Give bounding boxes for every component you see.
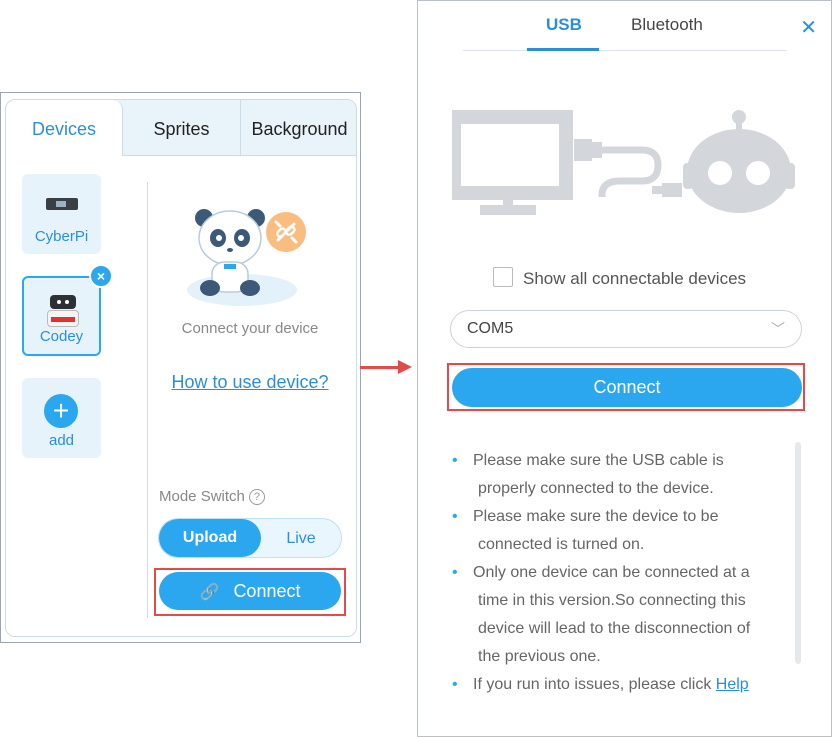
plus-icon: + [44, 394, 78, 428]
tab-background[interactable]: Background [251, 119, 348, 139]
connect-button-panel[interactable]: 🔗 Connect [159, 572, 341, 610]
add-device-button[interactable]: + add [22, 378, 101, 458]
show-all-devices-row[interactable]: Show all connectable devices [493, 267, 746, 289]
mode-live-option[interactable]: Live [286, 530, 316, 547]
codey-robot-icon [47, 295, 79, 329]
device-card-codey[interactable]: × Codey [22, 264, 113, 356]
tip-text: If you run into issues, please click [473, 676, 712, 693]
panel-divider [147, 182, 148, 618]
tip-item: Only one device can be connected at a ti… [452, 559, 792, 671]
connect-button-label: Connect [233, 581, 301, 601]
flow-arrow-line [360, 366, 400, 369]
usb-connection-illustration [452, 110, 795, 215]
device-card-cyberpi[interactable]: CyberPi [22, 174, 101, 254]
tip-item: Please make sure the device to be connec… [452, 503, 792, 559]
panda-disconnected-illustration [187, 209, 306, 306]
panel-tabbar: Devices Sprites Background [6, 100, 356, 157]
tab-usb[interactable]: USB [546, 15, 582, 34]
tip-item: Please make sure the USB cable is proper… [452, 447, 792, 503]
device-label-codey: Codey [39, 328, 84, 345]
connection-type-tabs: USB Bluetooth [463, 9, 787, 51]
connect-button-highlight [154, 568, 346, 616]
device-list: CyberPi × Codey + add [6, 156, 146, 636]
tips-scrollbar[interactable] [795, 442, 801, 664]
mode-switch-label: Mode Switch? [159, 488, 265, 505]
tip-item: If you run into issues, please click Hel… [452, 671, 792, 699]
help-question-icon[interactable]: ? [248, 489, 265, 505]
mode-toggle: Upload Live [158, 518, 342, 558]
how-to-use-device-link[interactable]: How to use device? [171, 372, 329, 392]
chevron-down-icon: ﹀ [771, 321, 785, 337]
add-device-label: add [48, 432, 75, 449]
help-link[interactable]: Help [715, 676, 749, 693]
remove-device-icon[interactable]: × [89, 264, 113, 288]
device-label-cyberpi: CyberPi [34, 228, 89, 245]
show-all-devices-label: Show all connectable devices [523, 269, 747, 288]
connect-button-dialog[interactable]: Connect [452, 368, 802, 407]
show-all-devices-checkbox[interactable] [493, 267, 513, 287]
connection-tips: Please make sure the USB cable is proper… [452, 447, 792, 699]
tip-text: connected is turned on. [478, 536, 645, 553]
tab-bluetooth[interactable]: Bluetooth [631, 15, 703, 34]
tip-text: device will lead to the disconnection of [478, 620, 751, 637]
tip-text: Please make sure the USB cable is [473, 452, 724, 469]
close-icon[interactable]: ✕ [800, 17, 817, 39]
mode-upload-option[interactable]: Upload [159, 519, 261, 557]
tip-text: properly connected to the device. [478, 480, 714, 497]
mode-switch-text: Mode Switch [159, 488, 245, 505]
port-select[interactable]: COM5 ﹀ [450, 310, 802, 348]
device-panel-frame: Devices Sprites Background CyberPi [0, 92, 361, 643]
connect-your-device-text: Connect your device [181, 320, 319, 337]
port-select-value: COM5 [467, 320, 514, 337]
flow-arrow-head-icon [398, 360, 412, 374]
cyberpi-board-icon [46, 198, 78, 210]
connect-device-dialog: USB Bluetooth ✕ Show all connectable dev… [417, 0, 832, 737]
tip-text: Please make sure the device to be [473, 508, 719, 525]
tip-text: the previous one. [478, 648, 601, 665]
connect-button-highlight-dialog [447, 363, 805, 411]
tip-text: Only one device can be connected at a [473, 564, 750, 581]
tab-sprites[interactable]: Sprites [123, 100, 241, 156]
tip-text: time in this version.So connecting this [478, 592, 746, 609]
active-tab-indicator [527, 48, 599, 51]
link-icon: 🔗 [199, 584, 220, 601]
tab-devices[interactable]: Devices [6, 100, 123, 157]
